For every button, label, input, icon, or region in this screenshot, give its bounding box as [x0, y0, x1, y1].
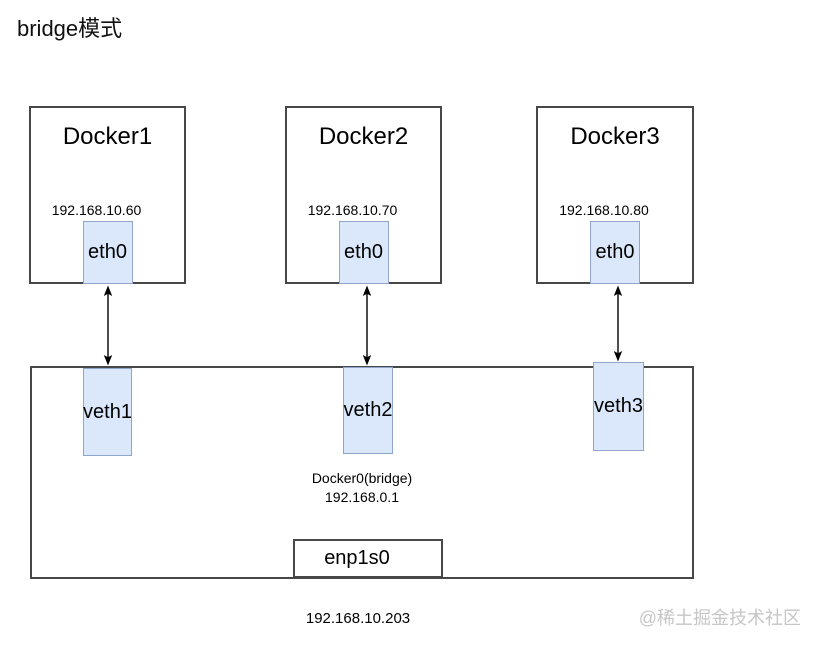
- eth0-node: eth0: [82, 221, 133, 284]
- veth2-label: veth2: [343, 399, 393, 421]
- watermark: @稀土掘金技术社区: [638, 608, 801, 628]
- nic-label: enp1s0: [324, 547, 390, 569]
- arrow-eth0-veth2: [362, 285, 372, 366]
- container-ip: 192.168.10.60: [51, 202, 142, 218]
- veth1-label: veth1: [83, 400, 132, 423]
- container-box-docker2: Docker2 192.168.10.70 eth0: [285, 106, 442, 284]
- bridge-name: Docker0(bridge): [311, 470, 413, 486]
- eth0-label: eth0: [344, 241, 383, 263]
- veth3-node: veth3: [593, 362, 644, 451]
- container-ip: 192.168.10.70: [307, 202, 398, 218]
- eth0-label: eth0: [88, 241, 127, 263]
- container-name: Docker1: [62, 123, 153, 150]
- arrow-eth0-veth1: [103, 285, 113, 366]
- arrow-eth0-veth3: [613, 285, 623, 362]
- veth1-node: veth1: [83, 368, 132, 456]
- nic-box: enp1s0: [293, 539, 443, 578]
- eth0-label: eth0: [595, 241, 635, 263]
- eth0-node: eth0: [590, 221, 640, 284]
- page-title: bridge模式: [17, 16, 123, 41]
- veth2-node: veth2: [343, 367, 393, 454]
- container-box-docker3: Docker3 192.168.10.80 eth0: [536, 106, 694, 284]
- container-name: Docker2: [318, 123, 409, 150]
- veth3-label: veth3: [594, 395, 643, 417]
- container-name: Docker3: [570, 123, 660, 150]
- bridge-label: Docker0(bridge) 192.168.0.1: [30, 469, 694, 507]
- eth0-node: eth0: [338, 221, 389, 284]
- container-box-docker1: Docker1 192.168.10.60 eth0: [29, 106, 186, 284]
- container-ip: 192.168.10.80: [559, 202, 649, 218]
- host-ip: 192.168.10.203: [305, 610, 411, 627]
- bridge-ip: 192.168.0.1: [325, 489, 399, 505]
